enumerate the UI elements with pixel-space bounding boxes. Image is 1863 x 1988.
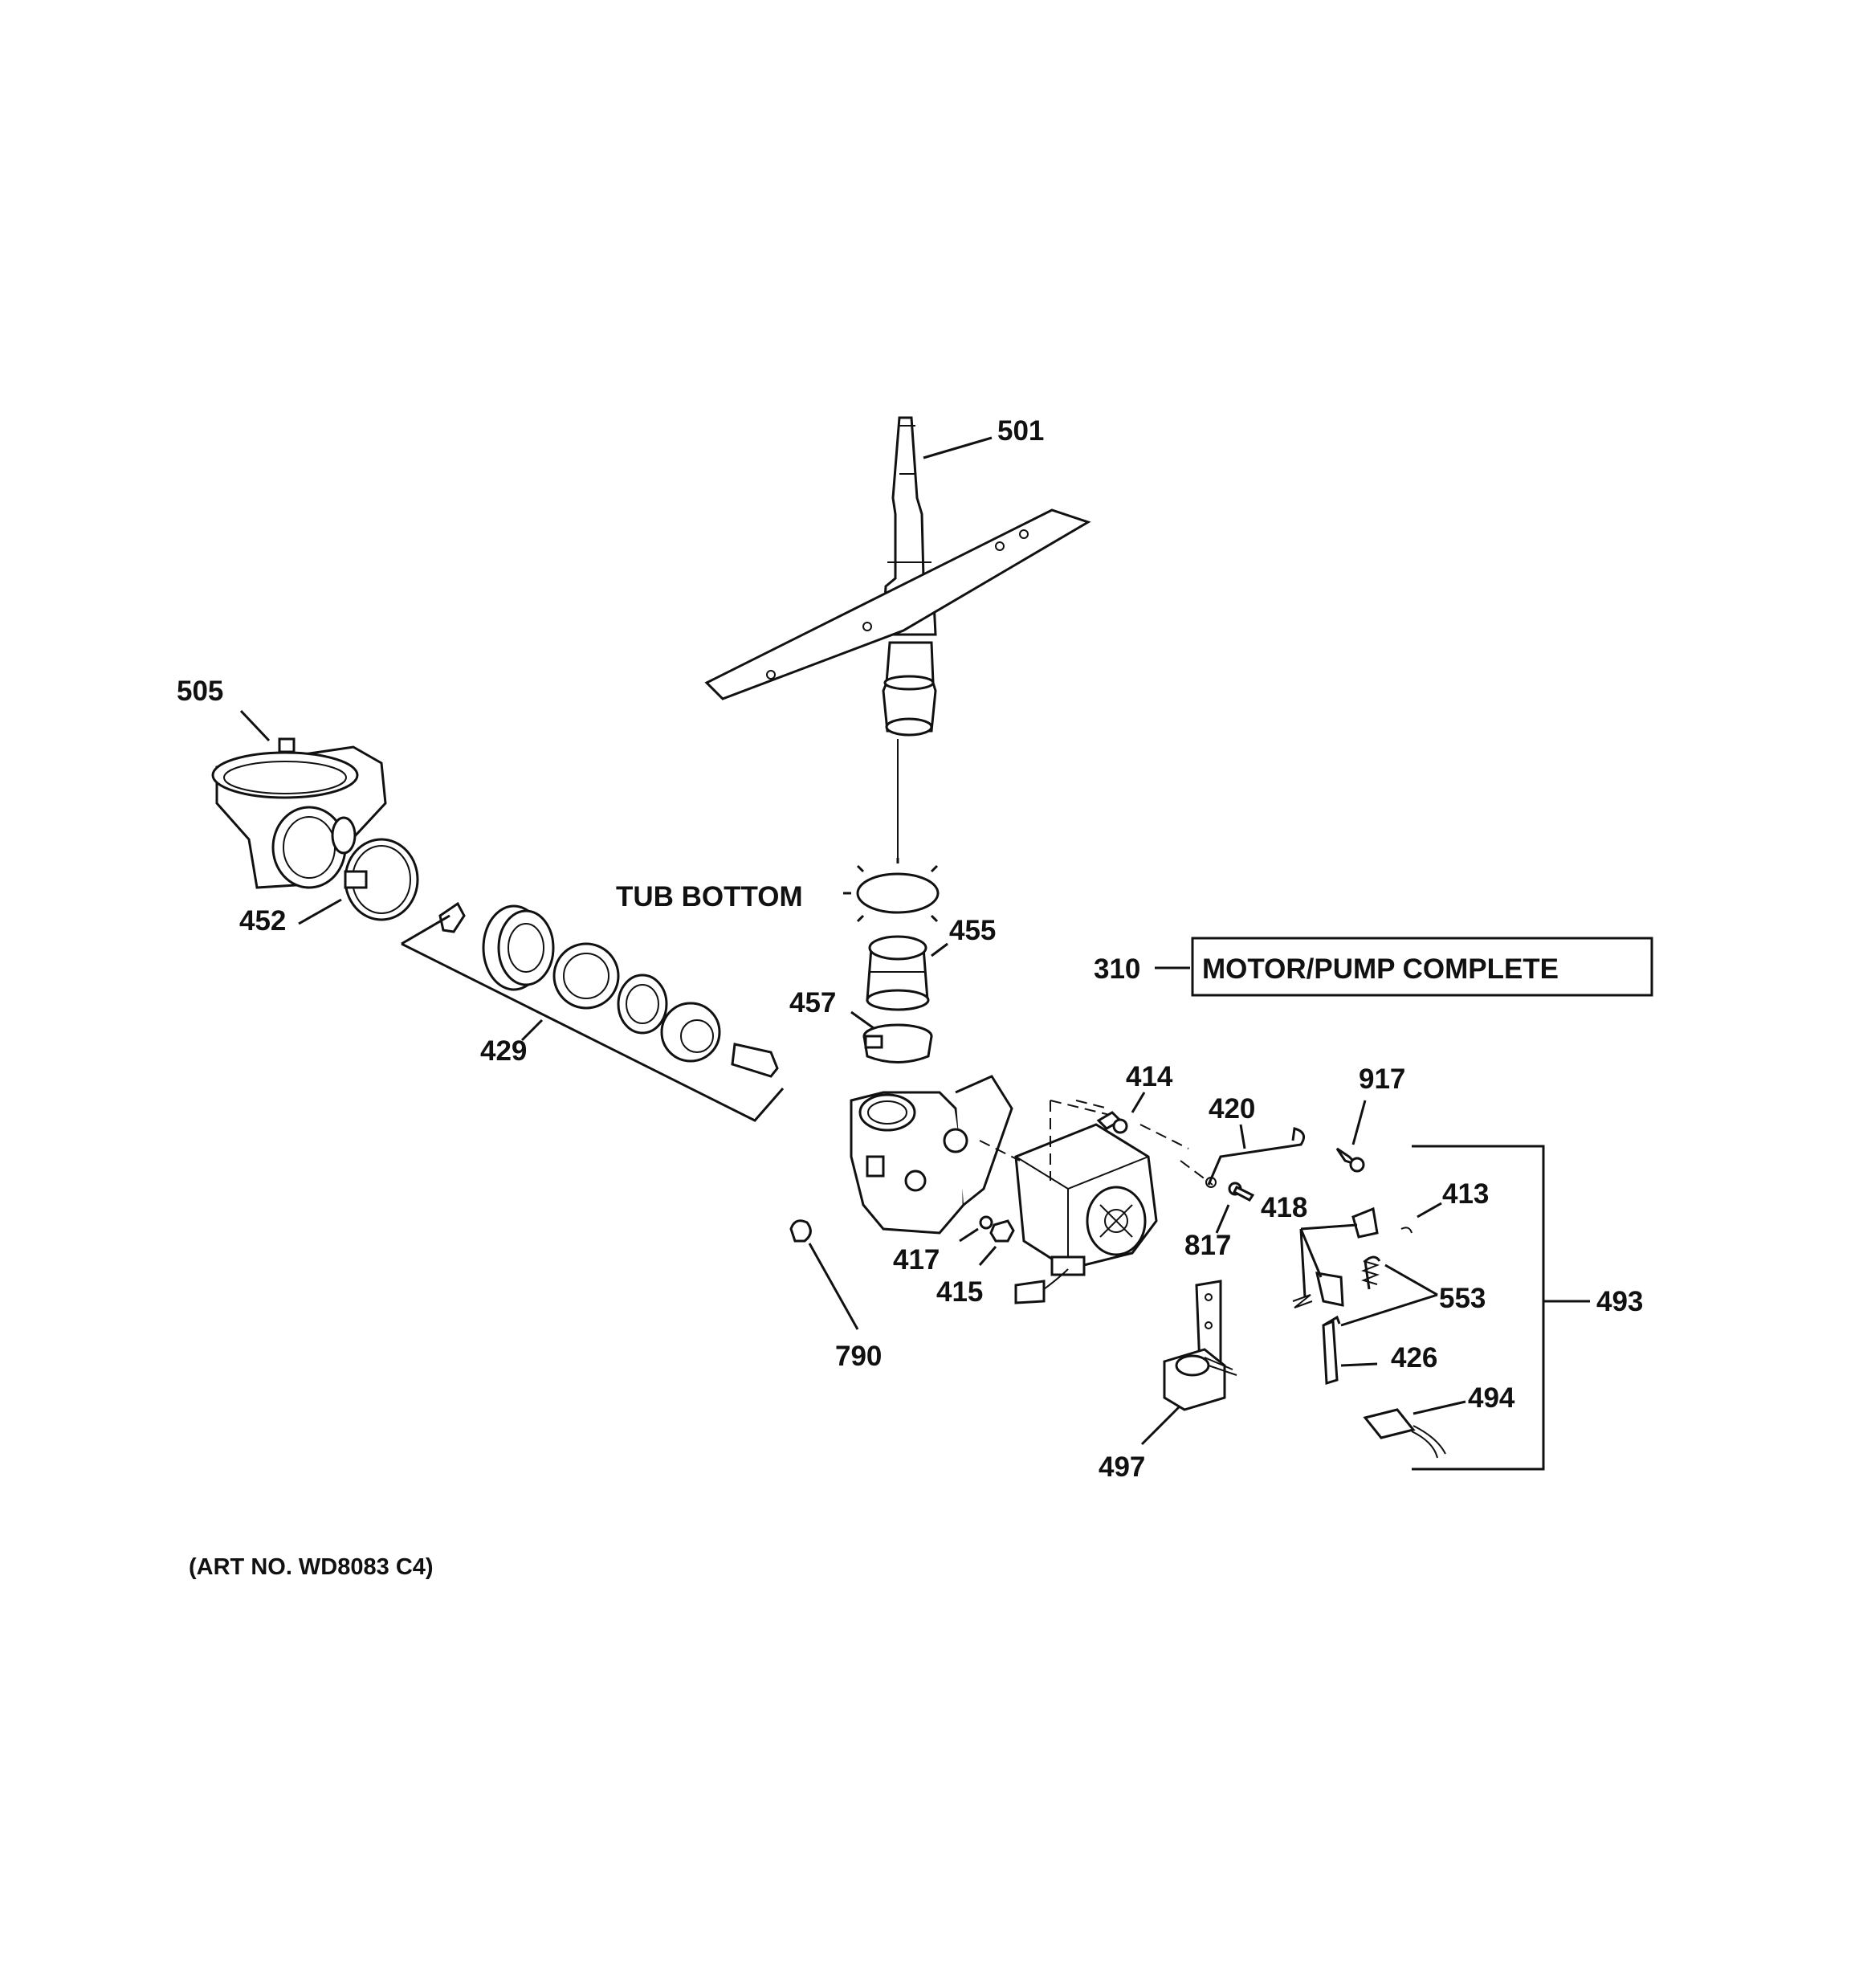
label-553: 553 [1439,1283,1486,1314]
motor-pump-box [1191,937,1653,997]
label-413: 413 [1442,1178,1489,1210]
leader-429 [520,1018,544,1042]
label-420: 420 [1209,1093,1255,1125]
label-493: 493 [1596,1286,1643,1317]
nut-415 [989,1219,1015,1243]
leader-917 [1351,1100,1367,1145]
leader-790 [808,1243,859,1330]
leader-420 [1239,1124,1246,1149]
label-418: 418 [1261,1192,1307,1223]
label-457: 457 [789,987,836,1018]
leader-505 [239,709,271,742]
clamp-452 [344,838,419,921]
leader-426 [1340,1362,1378,1367]
solenoid-497 [1163,1280,1237,1411]
screw-917 [1335,1147,1365,1173]
label-452: 452 [239,905,286,937]
leader-501 [923,436,993,459]
bracket-493 [1412,1145,1545,1471]
art-number: (ART NO. WD8083 C4) [189,1554,434,1580]
tub-bottom-ring [856,872,940,914]
leader-457 [850,1010,874,1030]
label-426: 426 [1391,1342,1437,1374]
motor-body [1014,1123,1158,1304]
motor-pump-complete-label: MOTOR/PUMP COMPLETE [1202,953,1559,985]
coupling-455 [866,935,930,1011]
switch-494 [1363,1408,1446,1459]
clamp-457 [862,1023,933,1063]
pump-housing [850,1075,1013,1235]
label-501: 501 [997,415,1044,447]
leader-415 [978,1246,997,1266]
leader-494 [1413,1400,1466,1415]
label-429: 429 [480,1035,527,1067]
label-414: 414 [1126,1061,1173,1092]
washer-417 [979,1215,993,1230]
clip-790 [789,1219,812,1243]
label-497: 497 [1099,1451,1145,1483]
tub-bottom-ticks [843,858,939,923]
bracket-429 [401,914,785,1122]
rod-420 [1207,1127,1306,1186]
label-310: 310 [1094,953,1140,985]
leader-418 [1299,1223,1358,1298]
leader-413 [1417,1202,1442,1219]
tub-bottom-label: TUB BOTTOM [616,881,803,912]
label-505: 505 [177,676,223,707]
dispenser-parts [1292,1206,1413,1385]
label-415: 415 [936,1276,983,1308]
label-417: 417 [893,1244,940,1276]
sump-housing-505 [211,737,387,889]
motor-dashed-guides [979,1100,1213,1186]
label-817: 817 [1184,1230,1231,1261]
leader-553 [1340,1263,1438,1327]
pump-parts-429 [438,901,779,1078]
screw-817 [1228,1182,1255,1202]
leader-497 [1140,1406,1180,1446]
leader-414 [1131,1092,1146,1113]
leader-417 [959,1227,979,1243]
spray-arm-assembly [704,416,1091,863]
leader-455 [931,942,948,957]
label-790: 790 [835,1341,882,1372]
screw-414 [1096,1111,1128,1134]
label-494: 494 [1468,1382,1515,1414]
leader-817 [1215,1204,1230,1234]
label-917: 917 [1359,1063,1405,1095]
label-455: 455 [949,915,996,946]
leader-452 [298,898,342,925]
